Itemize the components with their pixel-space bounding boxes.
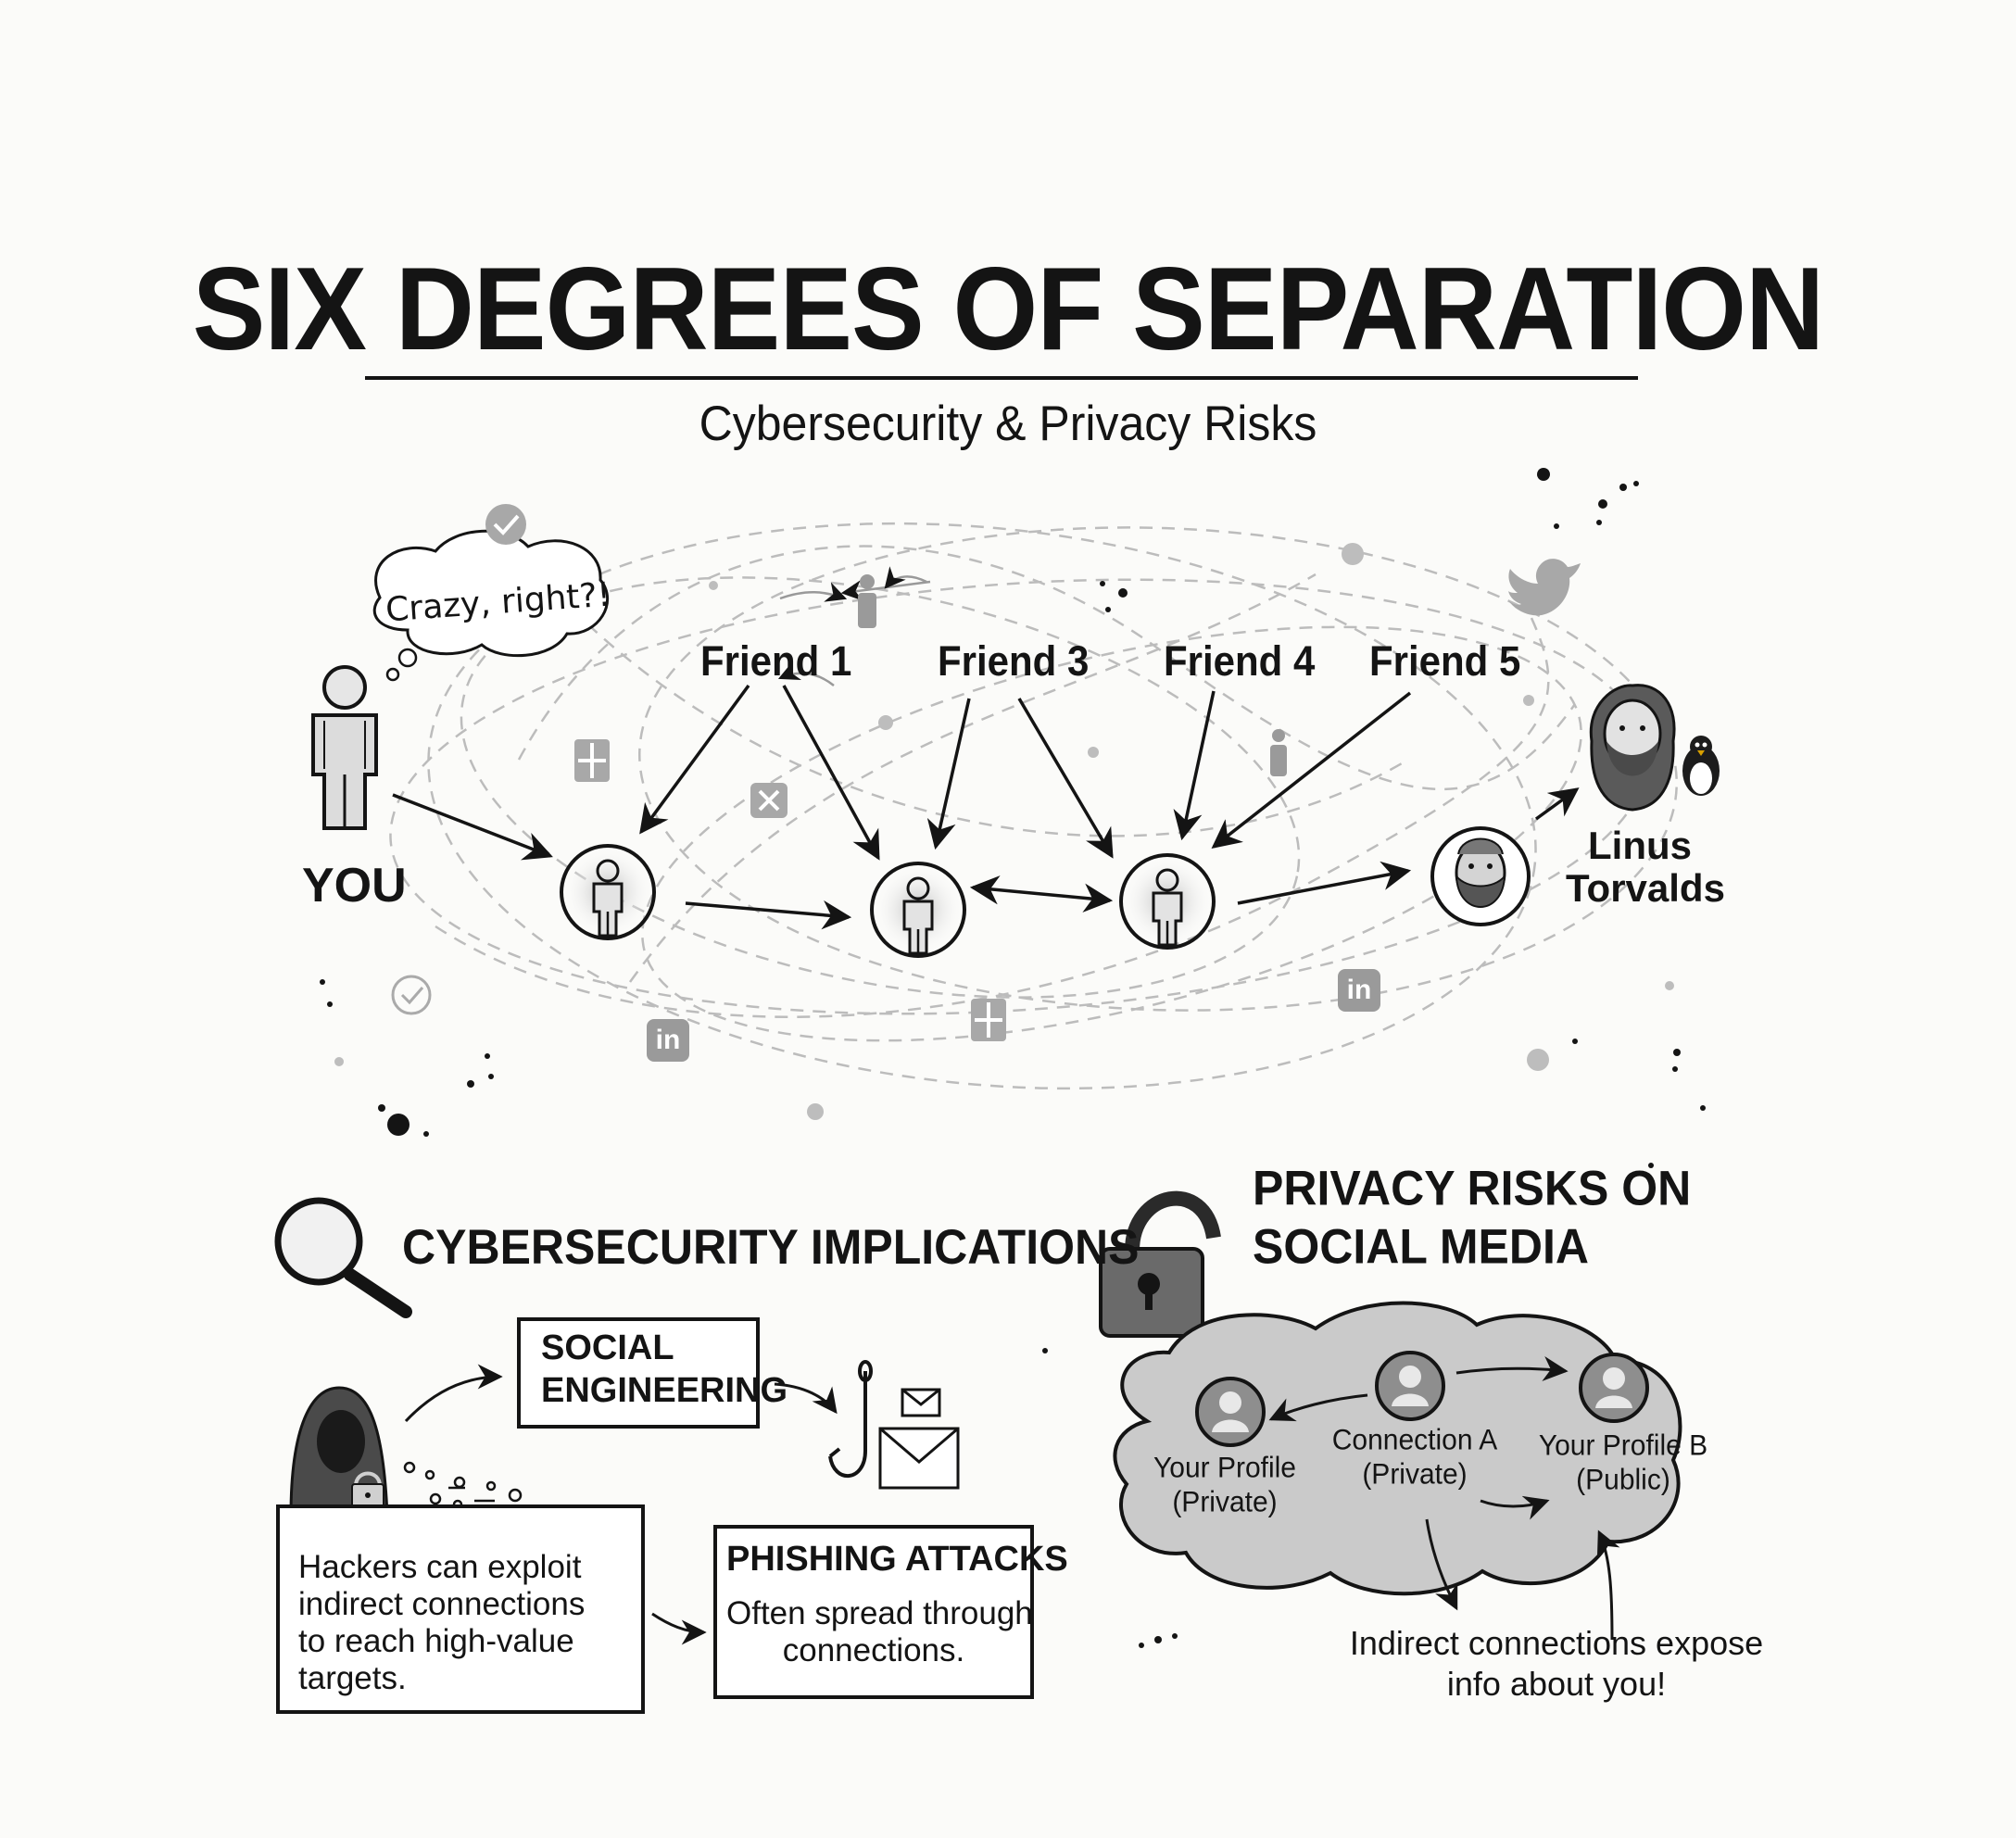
connection-a-label: Connection A (Private) [1327,1423,1503,1492]
linkedin-icon: in [647,1019,689,1062]
social-engineering-box [517,1317,760,1429]
phishing-line: Often spread through [726,1595,1033,1631]
target-name-line2: Torvalds [1566,866,1725,910]
verified-check-icon [485,504,526,545]
twitter-icon [1508,559,1581,616]
you-figure [311,665,378,830]
close-icon [750,783,788,818]
network-arrows [392,580,1580,930]
profile-public-line: (Public) [1576,1464,1670,1496]
social-engineering-line2: ENGINEERING [541,1371,788,1410]
phishing-title: PHISHING ATTACKS [726,1540,1068,1579]
padlock-icon [1099,1190,1221,1338]
avatar-public [1579,1353,1649,1423]
connection-web [389,522,1678,1090]
privacy-heading-line2: SOCIAL MEDIA [1253,1219,1589,1274]
arrow-to-person [779,566,927,602]
friend-label-4: Friend 4 [1164,637,1316,685]
connection-a-line: Connection A [1331,1424,1498,1456]
node-3 [1119,853,1216,950]
phishing-box [713,1525,1034,1699]
cloud-arrows [1268,1356,1620,1641]
phishing-text: Often spread through connections. [726,1595,1033,1669]
decorative-dots [320,468,1706,1648]
phishing-line: connections. [782,1632,965,1668]
privacy-note: Indirect connections expose info about y… [1316,1623,1797,1705]
grid-app-icon [574,739,1006,1041]
hackers-line: indirect connections [298,1586,586,1622]
hacker-icon [289,1386,389,1517]
hackers-line: to reach high-value [298,1623,574,1659]
double-arrow [969,875,1114,913]
page-title: SIX DEGREES OF SEPARATION [192,243,1825,376]
you-label: YOU [302,859,407,913]
hackers-text: Hackers can exploit indirect connections… [298,1549,585,1697]
privacy-note-line: info about you! [1446,1665,1667,1703]
social-engineering-line1: SOCIAL [541,1328,674,1367]
penguin-icon [1682,736,1720,796]
privacy-heading-line1: PRIVACY RISKS ON [1253,1161,1692,1215]
profile-private-line: Your Profile [1153,1452,1296,1484]
profile-public-line: Your Profile B [1538,1429,1708,1462]
magnifier-icon [274,1197,412,1318]
avatar-private [1195,1377,1266,1447]
profile-private-line: (Private) [1172,1486,1278,1518]
avatar-connection-a [1375,1351,1445,1421]
hackers-line: Hackers can exploit [298,1549,582,1585]
envelope-icon [878,1388,960,1490]
person-icon [858,574,1287,776]
profile-private-label: Your Profile (Private) [1141,1451,1308,1519]
privacy-note-line: Indirect connections expose [1349,1624,1764,1662]
connection-a-line: (Private) [1362,1458,1468,1491]
friend-label-3: Friend 3 [938,637,1090,685]
node-target [1430,826,1531,926]
target-name: Linus Torvalds [1566,824,1725,910]
cyber-arrows [404,1364,838,1645]
target-name-line1: Linus [1588,824,1692,867]
page-subtitle: Cybersecurity & Privacy Risks [699,396,1317,451]
node-1 [560,844,656,940]
decorative-gray-dots [334,543,1674,1120]
profile-public-label: Your Profile B (Public) [1531,1429,1716,1497]
social-engineering-label: SOCIAL ENGINEERING [541,1327,788,1412]
friend-label-1: Friend 1 [700,637,852,685]
hackers-line: targets. [298,1660,407,1696]
cybersecurity-heading: CYBERSECURITY IMPLICATIONS [402,1219,1140,1275]
thought-bubble [372,529,610,682]
linus-portrait [1589,684,1676,812]
privacy-cloud [1113,1301,1682,1596]
fishhook-icon [828,1360,873,1478]
linkedin-icon: in [1338,969,1380,1012]
hackers-box [276,1504,645,1714]
verified-check-icon [391,975,432,1015]
node-2 [870,862,966,958]
friend-label-5: Friend 5 [1369,637,1521,685]
privacy-heading: PRIVACY RISKS ON SOCIAL MEDIA [1253,1159,1691,1276]
